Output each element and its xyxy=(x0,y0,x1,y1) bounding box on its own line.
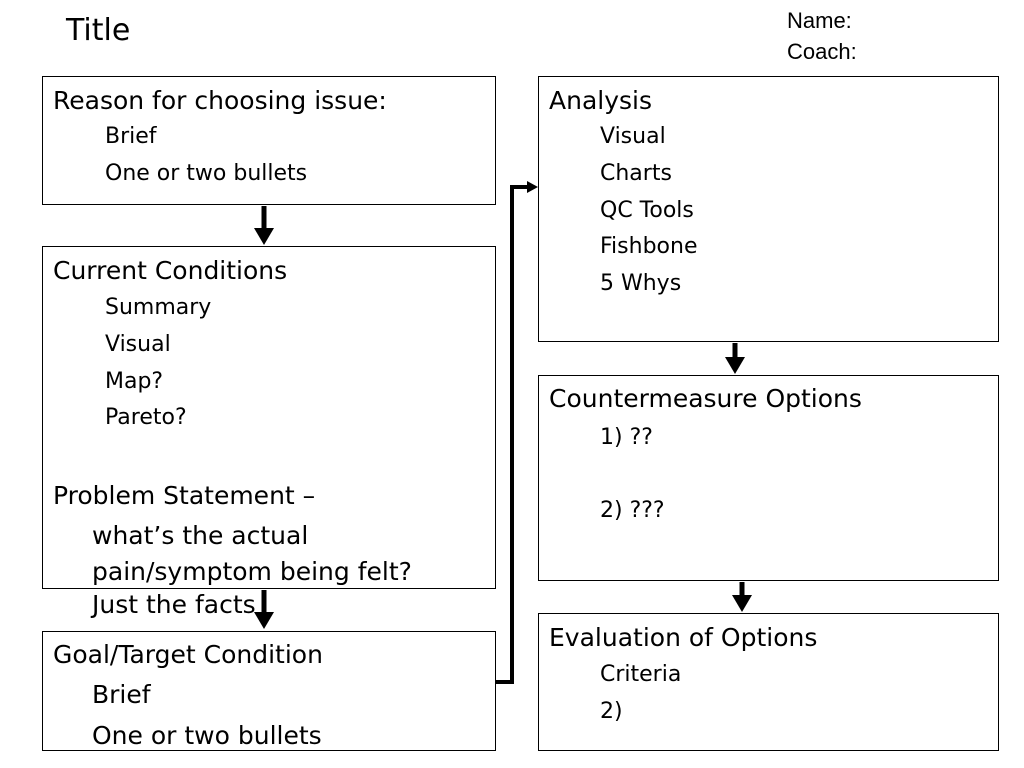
goal-box xyxy=(42,631,496,751)
goal-item: Brief xyxy=(92,680,151,709)
countermeasure-option: 1) ?? xyxy=(600,425,653,450)
current-conditions-heading: Current Conditions xyxy=(53,256,288,285)
goal-item: One or two bullets xyxy=(92,721,322,750)
evaluation-box xyxy=(538,613,999,751)
analysis-item: 5 Whys xyxy=(600,271,682,296)
current-conditions-item: Visual xyxy=(105,332,171,357)
reason-heading: Reason for choosing issue: xyxy=(53,86,387,115)
evaluation-heading: Evaluation of Options xyxy=(549,623,818,652)
goal-heading: Goal/Target Condition xyxy=(53,640,323,669)
countermeasure-heading: Countermeasure Options xyxy=(549,384,862,413)
evaluation-item: Criteria xyxy=(600,662,682,687)
arrow-goal-to-analysis xyxy=(496,181,538,684)
current-conditions-item: Map? xyxy=(105,369,164,394)
arrow-current-to-goal xyxy=(254,590,274,629)
problem-statement-heading: Problem Statement – xyxy=(53,481,316,510)
analysis-box xyxy=(538,76,999,342)
problem-statement-line: what’s the actual xyxy=(92,521,309,550)
evaluation-item: 2) xyxy=(600,699,623,724)
countermeasure-box xyxy=(538,375,999,581)
name-label: Name: xyxy=(787,8,852,33)
problem-statement-line: pain/symptom being felt? xyxy=(92,557,412,586)
analysis-item: Fishbone xyxy=(600,234,698,259)
arrow-analysis-to-countermeasure xyxy=(725,343,745,374)
countermeasure-option: 2) ??? xyxy=(600,498,665,523)
arrow-reason-to-current xyxy=(254,206,274,245)
current-conditions-item: Summary xyxy=(105,295,212,320)
reason-box xyxy=(42,76,496,205)
analysis-heading: Analysis xyxy=(549,86,653,115)
analysis-item: Charts xyxy=(600,161,672,186)
page-title: Title xyxy=(66,13,131,48)
arrow-countermeasure-to-evaluation xyxy=(732,582,752,612)
analysis-item: Visual xyxy=(600,124,666,149)
reason-item: Brief xyxy=(105,124,157,149)
coach-label: Coach: xyxy=(787,39,857,64)
current-conditions-box xyxy=(42,246,496,589)
reason-item: One or two bullets xyxy=(105,161,308,186)
problem-statement-line: Just the facts xyxy=(92,590,256,619)
current-conditions-item: Pareto? xyxy=(105,405,187,430)
analysis-item: QC Tools xyxy=(600,198,694,223)
